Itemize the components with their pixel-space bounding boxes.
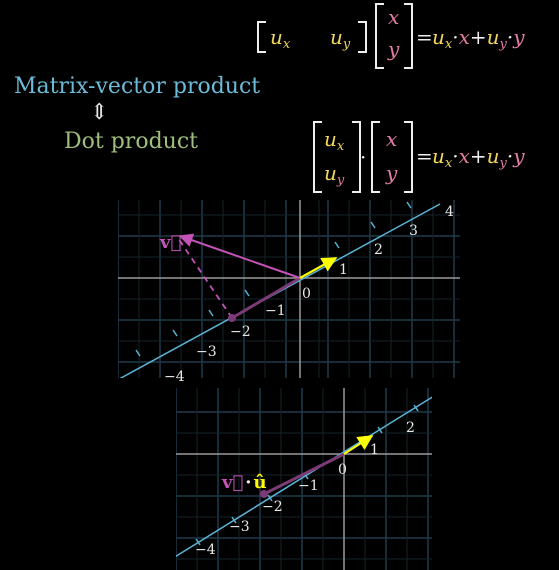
bottom-tick-label: −4 <box>195 542 216 558</box>
u-vector-ux: ux <box>324 127 345 154</box>
vector-right-bracket <box>404 3 413 69</box>
u-vector-right-bracket <box>352 121 361 193</box>
bottom-number-line <box>176 396 432 558</box>
vector-y: y <box>387 37 400 61</box>
top-tick-label: −1 <box>265 303 286 319</box>
v-dot-u-label: v⃗·û <box>221 472 267 493</box>
vector-v-label: v⃗ <box>159 232 181 253</box>
unit-vector-u-arrow <box>343 435 374 455</box>
projection-segment <box>263 452 345 496</box>
row-matrix-left-bracket <box>257 21 266 53</box>
u-vector-uy: uy <box>324 161 345 188</box>
row-matrix-right-bracket <box>358 21 367 53</box>
vector-v-arrow <box>178 233 301 279</box>
equals-sign: = <box>416 25 433 49</box>
rhs-expression: ux·x+uy·y <box>432 25 525 52</box>
dot-product-label: Dot product <box>64 129 198 154</box>
bottom-origin-label: 0 <box>338 462 347 478</box>
top-tick-label: −2 <box>230 324 251 340</box>
top-plot <box>118 200 460 378</box>
equation-matrix-vector: ux uy x y = ux·x+uy·y <box>257 3 525 69</box>
bottom-labels: v⃗·û 0 −4 −3 −2 −1 1 2 <box>195 420 415 558</box>
projection-dashed-line <box>177 237 233 319</box>
top-number-line-ticks <box>135 201 412 357</box>
bottom-number-line-ticks <box>195 404 419 546</box>
matrix-uy: uy <box>330 25 351 52</box>
unit-vector-u-arrow <box>299 257 338 279</box>
matrix-vector-label: Matrix-vector product <box>14 74 261 99</box>
top-tick-label: 2 <box>374 242 383 258</box>
top-origin-label: 0 <box>302 286 311 302</box>
matrix-ux: ux <box>270 25 291 52</box>
bottom-tick-label: −2 <box>262 499 283 515</box>
top-tick-label: −4 <box>164 369 185 385</box>
top-tick-label: 1 <box>339 262 348 278</box>
v-vector-left-bracket <box>371 121 380 193</box>
vector-left-bracket <box>375 3 384 69</box>
rhs-expression: ux·x+uy·y <box>432 144 525 171</box>
bottom-plot <box>176 388 432 570</box>
vector-x: x <box>388 5 399 29</box>
top-labels: v⃗ 0 −4 −3 −2 −1 1 2 3 4 <box>159 204 454 385</box>
v-vector-y: y <box>385 161 398 185</box>
top-tick-label: 3 <box>409 223 418 239</box>
top-grid <box>118 200 460 378</box>
v-vector-x: x <box>386 127 397 151</box>
u-vector-left-bracket <box>313 121 322 193</box>
top-tick-label: 4 <box>445 204 454 220</box>
bottom-tick-label: −1 <box>298 478 319 494</box>
bottom-tick-label: −3 <box>229 519 250 535</box>
projection-point <box>260 490 268 498</box>
projection-segment <box>231 276 301 320</box>
dot-operator: · <box>360 145 366 169</box>
equals-sign: = <box>416 144 433 168</box>
v-vector-right-bracket <box>404 121 413 193</box>
bottom-tick-label: 2 <box>406 420 415 436</box>
equivalence-arrow-icon: ⇕ <box>90 100 109 125</box>
projection-point <box>228 314 236 322</box>
equation-dot-product: ux uy · x y = ux·x+uy·y <box>313 121 525 193</box>
bottom-tick-label: 1 <box>370 442 379 458</box>
top-tick-label: −3 <box>196 344 217 360</box>
